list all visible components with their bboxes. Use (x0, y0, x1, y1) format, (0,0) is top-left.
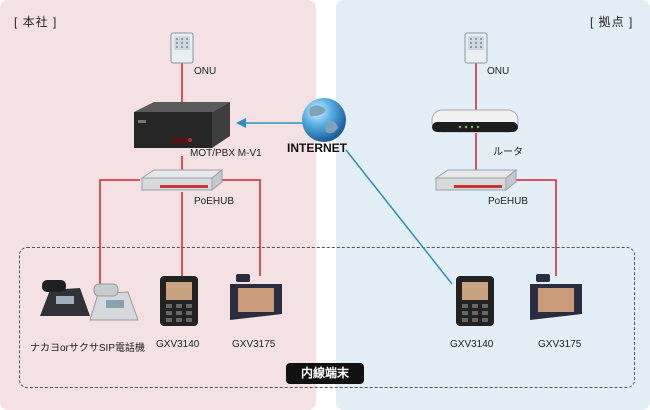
sip-phone-icon (40, 280, 139, 321)
headquarters-label: [ 本社 ] (14, 15, 58, 29)
branch-gxv3140-icon (456, 276, 494, 326)
hq-gxv3140-icon (160, 276, 198, 326)
internet-label: INTERNET (287, 141, 347, 155)
hq-onu-icon (170, 32, 194, 64)
hq-poe-hub-icon (140, 168, 224, 192)
pbx-label: MOT/PBX M-V1 (190, 148, 262, 159)
hq-gxv3175-label: GXV3175 (232, 339, 276, 350)
branch-poe-hub-icon (434, 168, 518, 192)
br-hub-to-gxv3175-line (516, 179, 557, 276)
hq-gxv3175-icon (230, 274, 282, 320)
branch-label: [ 拠点 ] (590, 15, 634, 29)
branch-gxv3175-label: GXV3175 (538, 339, 582, 350)
branch-panel (336, 0, 650, 410)
extension-terminal-badge: 内線端末 (286, 363, 364, 384)
hq-poe-hub-label: PoEHUB (194, 196, 235, 207)
router-label: ルータ (493, 147, 523, 158)
hub-to-gxv3175-line (222, 179, 261, 276)
headquarters-panel (0, 0, 316, 410)
arrow-head-icon (236, 118, 246, 128)
hub-to-sip-line (99, 179, 140, 290)
internet-to-br-gxv3140-line (345, 149, 453, 285)
globe-icon (302, 98, 346, 142)
branch-onu-icon (464, 32, 488, 64)
branch-poe-hub-label: PoEHUB (488, 196, 529, 207)
branch-gxv3175-icon (530, 274, 582, 320)
extension-terminal-area (19, 247, 635, 388)
branch-onu-label: ONU (487, 66, 510, 77)
sip-phones-label: ナカヨorサクサSIP電話機 (30, 343, 146, 354)
pbx-server-icon (134, 102, 230, 148)
hq-onu-label: ONU (194, 66, 217, 77)
hq-gxv3140-label: GXV3140 (156, 339, 200, 350)
router-icon (431, 109, 519, 133)
branch-gxv3140-label: GXV3140 (450, 339, 494, 350)
